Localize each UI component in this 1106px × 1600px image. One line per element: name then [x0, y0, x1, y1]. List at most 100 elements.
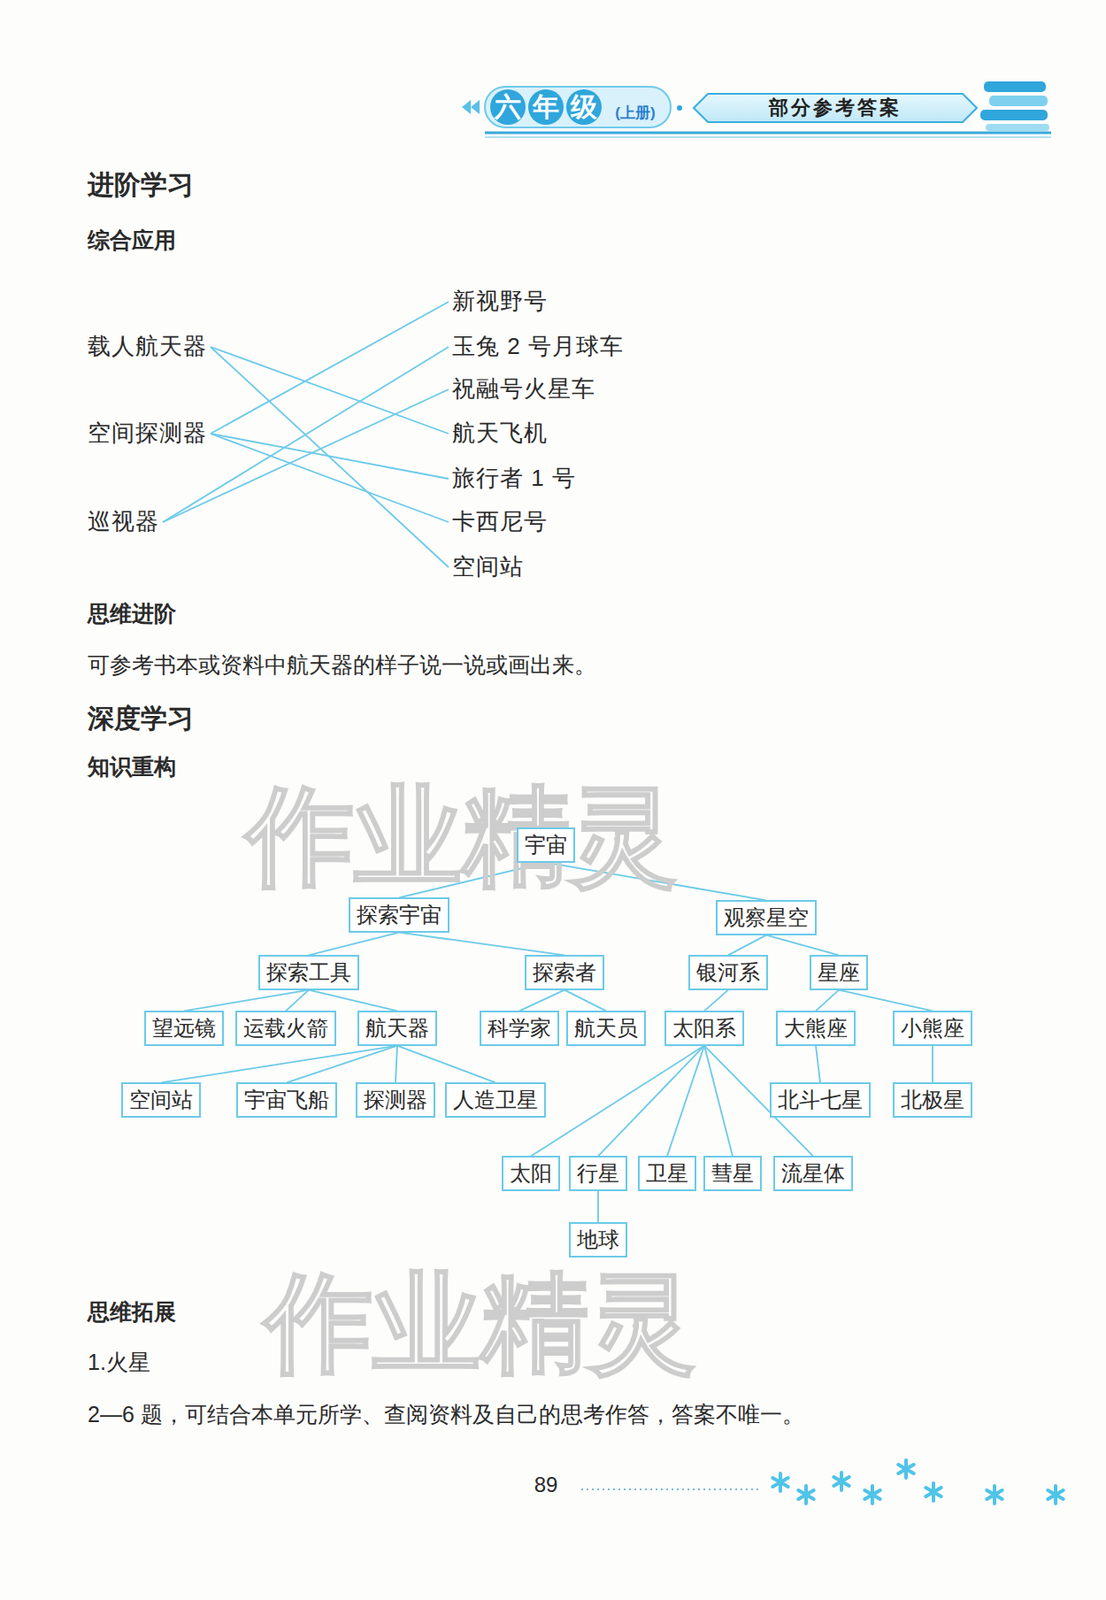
- tree-connector: [397, 1045, 496, 1083]
- node-text: 科学家: [487, 1015, 552, 1040]
- node-text: 宇宙飞船: [244, 1087, 330, 1112]
- matching-line: [210, 346, 449, 568]
- tree-connector: [838, 990, 933, 1012]
- grade-badge: 六年级: [483, 91, 609, 123]
- concept-box: 探索宇宙: [348, 897, 450, 932]
- tree-connector: [395, 1045, 398, 1083]
- concept-box: 空间站: [121, 1082, 201, 1117]
- node-text: 空间站: [129, 1087, 193, 1112]
- concept-box: 北斗七星: [769, 1082, 871, 1117]
- concept-box: 卫星: [637, 1155, 697, 1191]
- node-text: 小熊座: [900, 1015, 965, 1040]
- watermark: 作业精灵: [245, 771, 678, 901]
- concept-box: 彗星: [703, 1155, 762, 1191]
- node-text: 观察星空: [723, 905, 809, 930]
- node-text: 太阳: [509, 1160, 553, 1185]
- page-number: 89: [534, 1472, 559, 1498]
- tree-connector: [286, 1045, 398, 1083]
- tree-connector: [766, 935, 839, 956]
- node-text: 旅行者 1 号: [452, 464, 577, 492]
- concept-box: 望远镜: [144, 1010, 224, 1045]
- tree-connector: [704, 1045, 733, 1157]
- answer-text: 可参考书本或资料中航天器的样子说一说或画出来。: [87, 651, 597, 678]
- concept-box: 探索者: [524, 954, 605, 990]
- tree-connector: [519, 990, 565, 1012]
- tree-connector: [704, 990, 729, 1012]
- volume-tag: (上册): [614, 104, 655, 123]
- node-text: 卫星: [645, 1160, 689, 1185]
- tree-connector: [285, 990, 309, 1012]
- concept-box: 运载火箭: [235, 1010, 337, 1045]
- concept-box: 宇宙: [516, 827, 576, 862]
- section-heading: 进阶学习: [87, 168, 194, 201]
- concept-box: 人造卫星: [445, 1082, 546, 1117]
- tree-connector: [530, 1045, 705, 1157]
- node-text: 太阳系: [672, 1015, 737, 1040]
- concept-box: 星座: [809, 954, 868, 990]
- node-text: 祝融号火星车: [452, 375, 596, 402]
- concept-box: 流星体: [773, 1155, 853, 1191]
- tree-connector: [161, 1045, 398, 1083]
- node-text: 玉兔 2 号月球车: [452, 332, 624, 360]
- concept-box: 银河系: [688, 954, 769, 990]
- concept-box: 探索工具: [258, 954, 360, 990]
- tree-connector: [308, 990, 398, 1012]
- concept-box: 太阳: [501, 1155, 561, 1191]
- node-text: 探索者: [532, 960, 597, 984]
- matching-line: [162, 389, 449, 523]
- tree-connector: [931, 1045, 934, 1083]
- matching-line: [210, 301, 449, 434]
- node-text: 地球: [576, 1227, 620, 1252]
- tree-connector: [308, 932, 400, 956]
- node-text: 航天器: [365, 1015, 430, 1040]
- node-text: 北极星: [900, 1087, 965, 1112]
- match-item: 旅行者 1 号: [452, 463, 577, 494]
- subsection-heading: 综合应用: [87, 226, 177, 254]
- match-item: 新视野号: [452, 286, 548, 317]
- matching-line: [210, 433, 449, 523]
- match-item: 祝融号火星车: [452, 374, 596, 405]
- concept-box: 宇宙飞船: [236, 1082, 338, 1117]
- tree-connector: [728, 935, 767, 956]
- node-text: 流星体: [781, 1160, 845, 1185]
- answer-text: 2—6 题，可结合本单元所学、查阅资料及自己的思考作答，答案不唯一。: [87, 1400, 805, 1428]
- watermark: 作业精灵: [264, 1258, 697, 1388]
- node-text: 宇宙: [524, 832, 568, 857]
- node-text: 大熊座: [783, 1015, 848, 1040]
- subsection-heading: 知识重构: [87, 752, 177, 780]
- node-text: 巡视器: [87, 507, 160, 535]
- node-text: 空间探测器: [87, 419, 208, 446]
- concept-box: 地球: [568, 1221, 628, 1257]
- node-text: 新视野号: [452, 287, 548, 315]
- tree-connector: [667, 1045, 705, 1157]
- node-text: 探索工具: [266, 960, 352, 984]
- match-item: 玉兔 2 号月球车: [452, 331, 624, 362]
- tree-connector: [184, 990, 309, 1012]
- node-text: 卡西尼号: [452, 507, 548, 535]
- footer-decoration: [581, 1459, 1064, 1504]
- match-item: 空间探测器: [87, 418, 208, 449]
- section-heading: 深度学习: [87, 702, 194, 735]
- node-text: 运载火箭: [243, 1015, 329, 1040]
- node-text: 星座: [817, 960, 861, 984]
- concept-box: 大熊座: [775, 1010, 856, 1045]
- concept-box: 航天员: [566, 1010, 646, 1045]
- node-text: 人造卫星: [453, 1087, 538, 1112]
- tree-connector: [598, 1045, 705, 1157]
- match-item: 卡西尼号: [452, 506, 548, 538]
- node-text: 银河系: [696, 960, 761, 984]
- match-item: 载人航天器: [87, 331, 208, 362]
- answer-text: 1.火星: [87, 1348, 151, 1375]
- match-item: 巡视器: [87, 506, 160, 538]
- node-text: 北斗七星: [777, 1087, 863, 1112]
- concept-box: 观察星空: [715, 899, 817, 935]
- tree-connector: [597, 1190, 600, 1223]
- tree-connector: [564, 990, 607, 1012]
- page-header-title: 部分参考答案: [768, 96, 902, 120]
- node-text: 探索宇宙: [356, 902, 442, 927]
- match-item: 航天飞机: [452, 418, 548, 449]
- concept-box: 小熊座: [892, 1010, 973, 1045]
- node-text: 行星: [576, 1160, 620, 1185]
- matching-line: [210, 433, 449, 479]
- node-text: 望远镜: [152, 1015, 216, 1040]
